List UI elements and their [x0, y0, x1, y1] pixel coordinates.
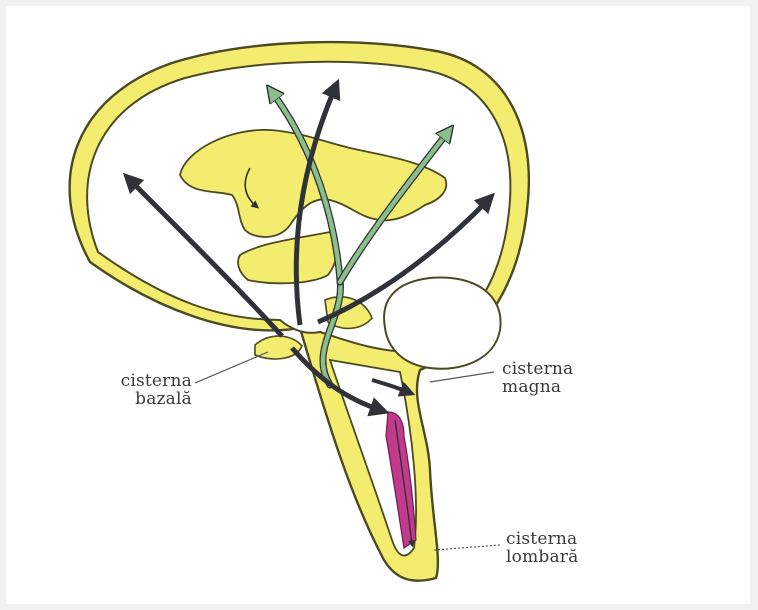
label-magna-line1: cisterna — [502, 360, 573, 378]
label-bazala-line1: cisterna — [108, 372, 192, 390]
label-bazala-line2: bazală — [108, 390, 192, 408]
basal-cistern-region — [255, 336, 302, 359]
label-lombara-line2: lombară — [506, 548, 578, 566]
cerebellum — [384, 278, 500, 369]
label-cisterna-magna: cisterna magna — [502, 360, 573, 396]
label-cisterna-lombara: cisterna lombară — [506, 530, 578, 566]
leader-line-lombara — [434, 545, 500, 550]
leader-line-bazala — [195, 352, 268, 383]
label-magna-line2: magna — [502, 378, 573, 396]
label-cisterna-bazala: cisterna bazală — [108, 372, 192, 408]
label-lombara-line1: cisterna — [506, 530, 578, 548]
leader-line-magna — [430, 372, 494, 382]
